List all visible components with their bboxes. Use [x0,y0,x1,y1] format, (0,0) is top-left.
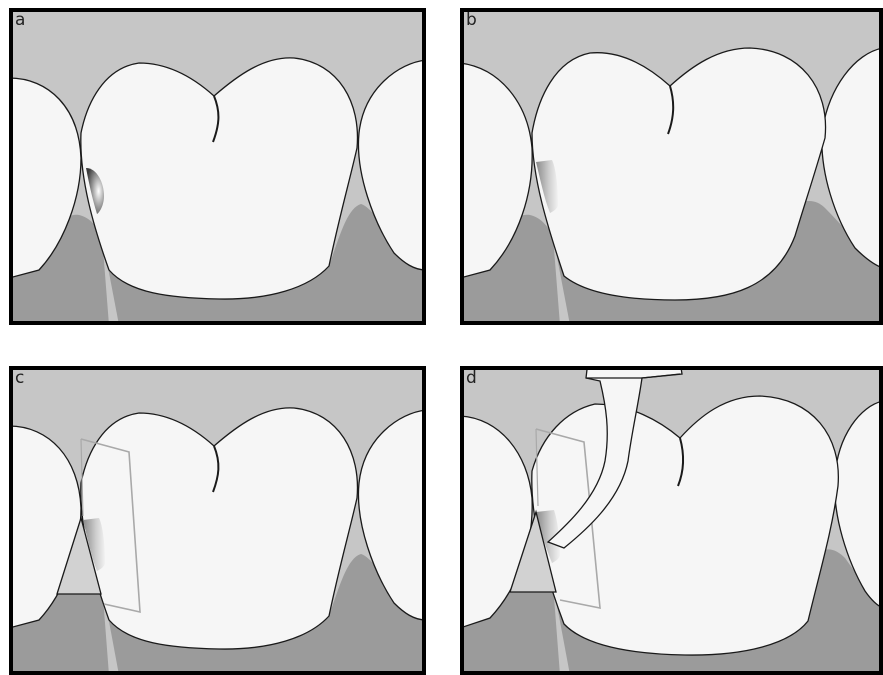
panel-d-illustration [460,366,883,675]
panel-label-a: a [15,10,25,30]
main-tooth [81,408,358,649]
main-tooth [81,58,358,299]
panel-c-illustration [9,366,426,675]
panel-a-illustration [9,8,426,325]
panel-c: c [9,366,426,675]
panel-label-c: c [15,368,24,388]
panel-a: a [9,8,426,325]
panel-b: b [460,8,883,325]
panel-label-b: b [466,10,477,30]
panel-b-illustration [460,8,883,325]
panel-d: d [460,366,883,675]
panel-label-d: d [466,368,477,388]
